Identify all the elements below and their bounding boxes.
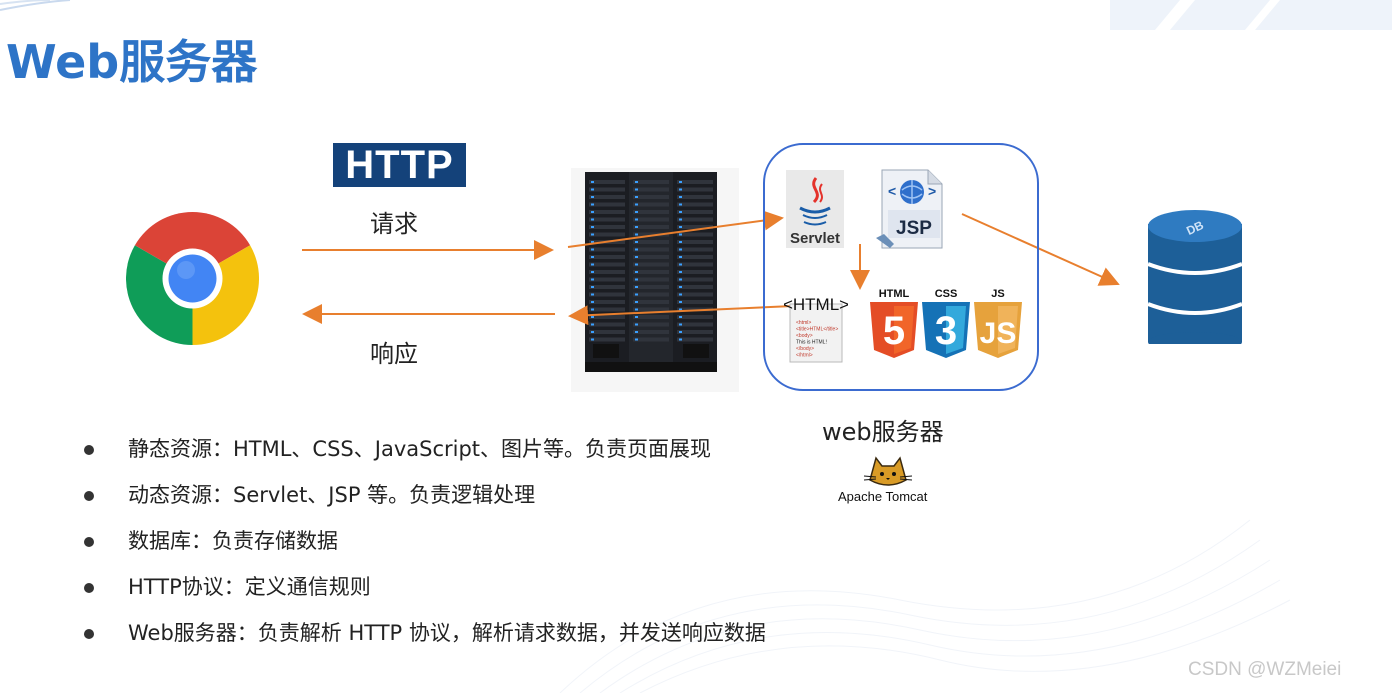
bullet-item-static-resources: 静态资源：HTML、CSS、JavaScript、图片等。负责页面展现	[80, 433, 766, 479]
html-doc-line: <title>HTML</title>	[796, 327, 838, 333]
db-text: DB	[1184, 218, 1206, 238]
js-text: JS	[991, 288, 1004, 300]
from-html-arrow	[568, 305, 794, 326]
page-title: Web服务器	[6, 35, 258, 89]
jsp-icon: < > JSP	[876, 169, 943, 249]
svg-text:>: >	[928, 183, 936, 199]
bullet-dot	[84, 537, 94, 547]
jsp-to-db-arrow	[961, 213, 1120, 286]
svg-text:3: 3	[935, 309, 957, 353]
html-document-icon: <HTML> <html><title>HTML</title><body>Th…	[784, 295, 848, 363]
server-flow-arrows	[567, 210, 1120, 326]
database-icon: DB	[1147, 210, 1243, 344]
html-doc-line: </body>	[796, 346, 814, 352]
html-doc-title: <HTML>	[784, 295, 848, 314]
to-servlet-arrow	[567, 210, 784, 248]
bullet-dot	[84, 491, 94, 501]
svg-text:5: 5	[883, 309, 905, 353]
http-badge: HTTP	[333, 143, 466, 187]
bullet-item-http-protocol: HTTP协议：定义通信规则	[80, 571, 766, 617]
chrome-browser-icon	[126, 212, 259, 345]
request-label: 请求	[370, 210, 418, 238]
css3-text: CSS	[935, 288, 958, 300]
bullet-item-web-server: Web服务器：负责解析 HTTP 协议，解析请求数据，并发送响应数据	[80, 617, 766, 663]
svg-text:<: <	[888, 183, 896, 199]
bullet-dot	[84, 445, 94, 455]
bullet-item-dynamic-resources: 动态资源：Servlet、JSP 等。负责逻辑处理	[80, 479, 766, 525]
jsp-text: JSP	[896, 218, 932, 239]
bullet-list: 静态资源：HTML、CSS、JavaScript、图片等。负责页面展现 动态资源…	[80, 433, 766, 663]
html5-text: HTML	[879, 288, 910, 300]
watermark: CSDN @WZMeiei	[1188, 659, 1342, 680]
html-doc-line: <html>	[796, 320, 811, 326]
tomcat-icon	[863, 456, 913, 486]
bullet-dot	[84, 583, 94, 593]
svg-text:JS: JS	[980, 317, 1017, 350]
html5-css3-js-icons: HTML 5 CSS 3 JS JS	[870, 288, 1022, 358]
web-server-label: web服务器	[822, 418, 944, 446]
html-doc-line: This is HTML!	[796, 340, 827, 346]
html-doc-line: </html>	[796, 353, 813, 359]
web-server-box	[763, 143, 1039, 391]
server-rack-icon	[571, 168, 739, 392]
bullet-dot	[84, 629, 94, 639]
servlet-text: Servlet	[790, 230, 840, 247]
request-response-arrows	[302, 240, 555, 324]
response-label: 响应	[370, 340, 418, 368]
tomcat-label: Apache Tomcat	[838, 489, 928, 504]
html-doc-line: <body>	[796, 333, 813, 339]
servlet-icon: Servlet	[786, 170, 844, 248]
bullet-item-database: 数据库：负责存储数据	[80, 525, 766, 571]
